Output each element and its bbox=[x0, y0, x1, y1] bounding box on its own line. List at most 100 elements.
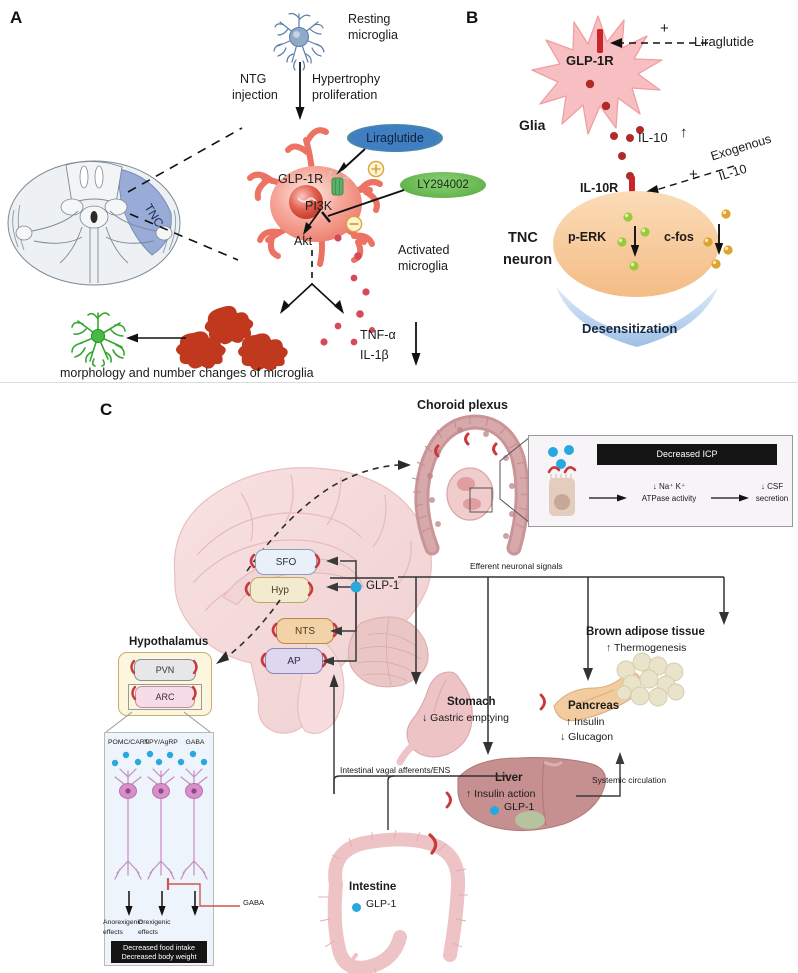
liraglutide-label: Liraglutide bbox=[366, 131, 424, 145]
pancreas-line2: ↓ Glucagon bbox=[560, 731, 614, 743]
tnc-neuron-body bbox=[552, 190, 720, 298]
panel-a-letter: A bbox=[10, 8, 23, 27]
cytokine-down-arrow bbox=[408, 322, 424, 368]
ependymal-cell-icon bbox=[539, 444, 587, 518]
pancreas-title: Pancreas bbox=[568, 700, 620, 712]
plus-circle-a bbox=[367, 160, 385, 178]
activated-microglia-line1: Activated bbox=[398, 243, 450, 257]
anorexigenic-line1: Anorexigenic bbox=[103, 919, 143, 926]
il10r-label: IL-10R bbox=[580, 181, 619, 195]
anorexigenic-line2: effects bbox=[103, 929, 123, 936]
intestinal-afferent-bus bbox=[322, 670, 512, 830]
bat-title: Brown adipose tissue bbox=[586, 626, 705, 638]
neuron-group-label-0: POMC/CART bbox=[108, 739, 149, 746]
liver-insulin-label: ↑ Insulin action bbox=[466, 788, 536, 800]
tnc-neuron-line2: neuron bbox=[503, 252, 553, 268]
outcome-line2: Decreased body weight bbox=[121, 952, 197, 961]
arc-selection-frame bbox=[128, 684, 202, 710]
intestine-glp1-label: GLP-1 bbox=[366, 898, 397, 910]
cfos-label: c-fos bbox=[664, 230, 694, 244]
liraglutide-arrow bbox=[332, 146, 368, 178]
orexigenic-line2: effects bbox=[138, 929, 158, 936]
neuron-icon-gaba bbox=[177, 765, 211, 895]
ly294002-oval[interactable]: LY294002 bbox=[400, 172, 486, 198]
stomach-line: ↓ Gastric emptying bbox=[422, 712, 509, 724]
panel-divider bbox=[0, 382, 798, 383]
node-arc-label: ARC bbox=[155, 692, 175, 702]
amoeboid-microglia-icons bbox=[176, 305, 325, 371]
hypothalamus-glp1-dots bbox=[107, 749, 211, 771]
liver-glp1-label: GLP-1 bbox=[504, 801, 535, 813]
hypothalamus-detail-box: POMC/CART NPY/AgRP GABA bbox=[103, 732, 214, 966]
choroid-plexus-illustration bbox=[408, 414, 530, 556]
liraglutide-label-b: Liraglutide bbox=[694, 34, 754, 49]
hyp-to-hypothalamus-dashed bbox=[196, 598, 286, 674]
liver-receptor bbox=[444, 790, 458, 810]
csf-line1: ↓ CSF bbox=[760, 482, 784, 491]
resting-microglia-label-line2: microglia bbox=[348, 28, 399, 42]
efferent-bus bbox=[392, 575, 736, 765]
desensitization-crescent bbox=[552, 285, 722, 349]
perk-dots bbox=[616, 210, 656, 278]
node-sfo[interactable]: SFO bbox=[255, 549, 317, 575]
akt-downstream-arrows bbox=[268, 250, 378, 322]
akt-label: Akt bbox=[294, 234, 313, 248]
gaba-inhibition-connector bbox=[160, 878, 242, 914]
cytokine-dots bbox=[310, 230, 400, 350]
neuron-group-label-1: NPY/AgRP bbox=[144, 739, 178, 746]
glp1r-label-b: GLP-1R bbox=[566, 53, 614, 68]
il10-dots bbox=[592, 126, 656, 188]
brainstem-section-diagram: TNC bbox=[4, 155, 184, 290]
liver-glp1-dot bbox=[490, 806, 499, 815]
liraglutide-oval[interactable]: Liraglutide bbox=[347, 124, 443, 152]
resting-microglia-label-line1: Resting bbox=[348, 12, 391, 26]
intestine-illustration bbox=[316, 825, 484, 973]
cfos-dots bbox=[700, 208, 742, 278]
tnc-leader-lines bbox=[120, 110, 320, 261]
stomach-illustration bbox=[396, 668, 494, 766]
pi3k-to-akt-arrow bbox=[300, 207, 326, 239]
ly294002-label: LY294002 bbox=[417, 179, 469, 191]
pi3k-label: PI3K bbox=[305, 199, 333, 213]
efferent-label: Efferent neuronal signals bbox=[470, 561, 563, 571]
liraglutide-dashed-arrow-b bbox=[600, 33, 710, 53]
npy-effect-arrow bbox=[155, 891, 169, 917]
pomc-effect-arrow bbox=[122, 891, 136, 917]
node-hyp-label: Hyp bbox=[271, 584, 289, 596]
pancreas-line1: ↑ Insulin bbox=[566, 716, 605, 728]
hypothalamus-node-receptors bbox=[122, 655, 206, 715]
bat-line: ↑ Thermogenesis bbox=[606, 642, 687, 654]
intestine-glp1-dot bbox=[352, 903, 361, 912]
liver-title: Liver bbox=[495, 772, 523, 784]
resting-microglia-icon bbox=[262, 4, 336, 74]
outcome-line1: Decreased food intake bbox=[123, 943, 195, 952]
to-ramified-arrow bbox=[124, 330, 188, 346]
minus-circle-a bbox=[345, 215, 363, 233]
node-sfo-label: SFO bbox=[275, 556, 297, 568]
plus-exogenous-b: + bbox=[689, 166, 698, 183]
panel-a-caption: morphology and number changes of microgl… bbox=[60, 366, 314, 380]
node-hyp[interactable]: Hyp bbox=[250, 577, 310, 603]
perk-label: p-ERK bbox=[568, 230, 607, 244]
glp1r-label: GLP-1R bbox=[278, 172, 324, 186]
plus-liraglutide-b: + bbox=[660, 20, 669, 37]
systemic-circulation-arrow bbox=[576, 750, 636, 806]
node-pvn-label: PVN bbox=[155, 665, 175, 675]
neuron-icon-npy bbox=[144, 765, 178, 895]
tnf-alpha-label: TNF-α bbox=[360, 328, 396, 342]
tnc-neuron-line1: TNC bbox=[508, 230, 538, 246]
hypertrophy-line2: proliferation bbox=[312, 88, 378, 102]
decreased-icp-banner: Decreased ICP bbox=[597, 444, 777, 465]
node-ap[interactable]: AP bbox=[265, 648, 323, 674]
systemic-circulation-label: Systemic circulation bbox=[592, 775, 667, 785]
icp-inset-box: Decreased ICP ↓ Na⁺ K⁺ ATPase activity ↓… bbox=[528, 435, 793, 527]
gaba-effect-arrow bbox=[188, 891, 202, 917]
orexigenic-line1: Orexigenic bbox=[138, 919, 171, 926]
il10-label: IL-10 bbox=[638, 130, 668, 145]
intestinal-label: Intestinal vagal afferents/ENS bbox=[340, 765, 451, 775]
icp-arrow-1 bbox=[589, 492, 629, 504]
ramified-microglia-icon bbox=[66, 305, 130, 367]
neuron-icon-pomc bbox=[111, 765, 145, 895]
choroid-plexus-label: Choroid plexus bbox=[417, 398, 508, 412]
